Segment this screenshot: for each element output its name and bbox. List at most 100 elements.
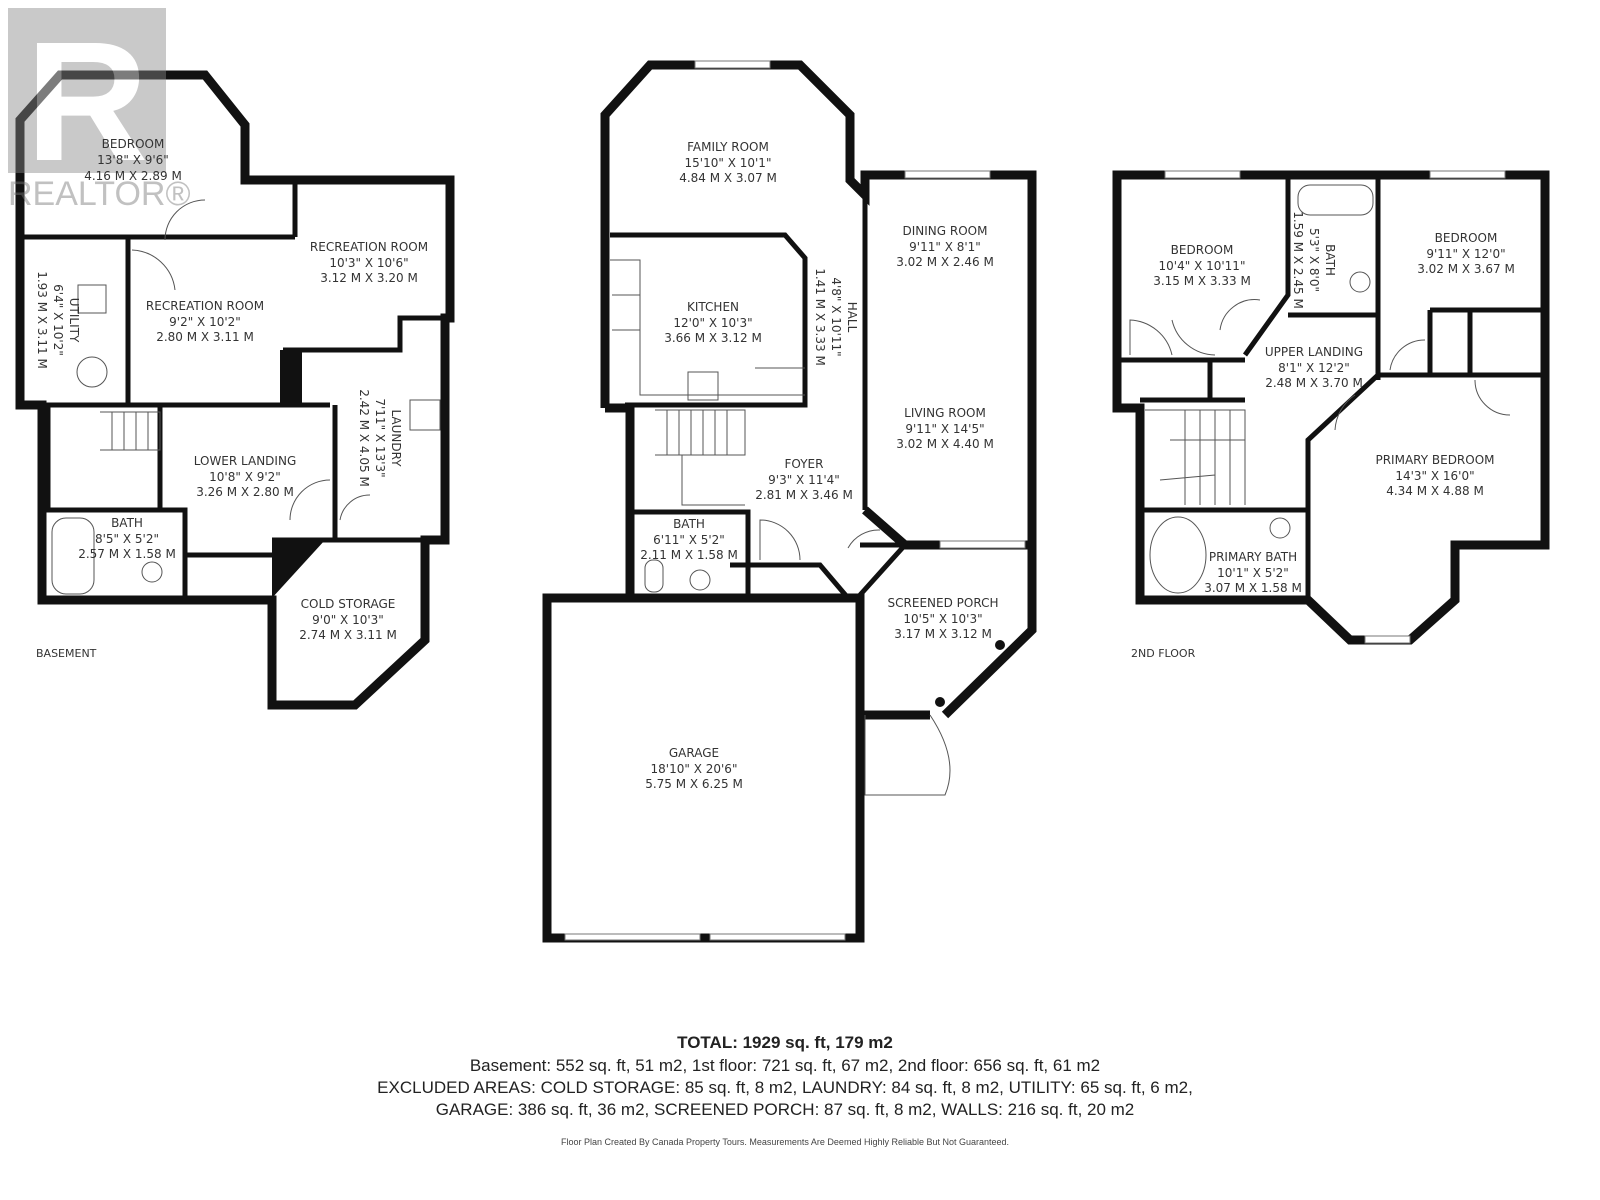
room-metric: 3.02 M X 2.46 M: [896, 255, 994, 269]
room-label-second-bath: BATH 5'3" X 8'0" 1.59 M X 2.45 M: [1291, 211, 1337, 309]
room-imperial: 14'3" X 16'0": [1395, 469, 1474, 483]
furnace-icon: [77, 284, 107, 314]
water-heater-icon: [76, 356, 108, 388]
window: [1164, 170, 1241, 179]
room-name: KITCHEN: [687, 300, 739, 314]
room-label-basement-bath: BATH 8'5" X 5'2" 2.57 M X 1.58 M: [78, 516, 176, 561]
room-metric: 3.15 M X 3.33 M: [1153, 274, 1251, 288]
room-name: UPPER LANDING: [1265, 345, 1363, 359]
room-metric: 3.26 M X 2.80 M: [196, 485, 294, 499]
room-metric: 1.59 M X 2.45 M: [1291, 211, 1305, 309]
disclaimer-note: Floor Plan Created By Canada Property To…: [560, 1137, 1010, 1147]
room-name: BATH: [1323, 244, 1337, 276]
room-label-first-bath: BATH 6'11" X 5'2" 2.11 M X 1.58 M: [640, 517, 738, 562]
room-label-garage: GARAGE 18'10" X 20'6" 5.75 M X 6.25 M: [645, 746, 743, 791]
room-label-second-bedroom-2: BEDROOM 9'11" X 12'0" 3.02 M X 3.67 M: [1417, 231, 1515, 276]
room-imperial: 9'11" X 12'0": [1426, 247, 1505, 261]
sink-icon: [1269, 517, 1291, 539]
room-name: HALL: [845, 302, 859, 333]
basement-plan: [15, 70, 455, 710]
room-imperial: 9'11" X 8'1": [909, 240, 981, 254]
room-name: LIVING ROOM: [904, 406, 986, 420]
room-imperial: 6'11" X 5'2": [653, 533, 725, 547]
room-imperial: 7'11" X 13'3": [373, 398, 387, 477]
basement-stairs: [100, 411, 161, 451]
room-label-dining-room: DINING ROOM 9'11" X 8'1" 3.02 M X 2.46 M: [896, 224, 994, 269]
room-label-recreation-room-1: RECREATION ROOM 10'3" X 10'6" 3.12 M X 3…: [310, 240, 428, 285]
room-name: BEDROOM: [1435, 231, 1498, 245]
room-metric: 3.07 M X 1.58 M: [1204, 581, 1302, 595]
room-imperial: 13'8" X 9'6": [97, 153, 169, 167]
door-swings: [1129, 299, 1511, 431]
window: [1429, 170, 1506, 179]
room-name: SCREENED PORCH: [888, 596, 999, 610]
room-name: LOWER LANDING: [194, 454, 297, 468]
room-label-family-room: FAMILY ROOM 15'10" X 10'1" 4.84 M X 3.07…: [679, 140, 777, 185]
room-imperial: 10'4" X 10'11": [1159, 259, 1246, 273]
room-imperial: 8'1" X 12'2": [1278, 361, 1350, 375]
room-name: UTILITY: [67, 298, 81, 343]
realtor-logo-letter: R: [26, 7, 149, 197]
kitchen-counters: [610, 259, 805, 396]
room-label-upper-landing: UPPER LANDING 8'1" X 12'2" 2.48 M X 3.70…: [1265, 345, 1363, 390]
room-label-basement-bedroom: BEDROOM 13'8" X 9'6" 4.16 M X 2.89 M: [84, 137, 182, 183]
room-metric: 2.74 M X 3.11 M: [299, 628, 397, 642]
room-label-second-bedroom-1: BEDROOM 10'4" X 10'11" 3.15 M X 3.33 M: [1153, 243, 1251, 288]
window: [939, 540, 1026, 549]
room-name: RECREATION ROOM: [310, 240, 428, 254]
room-imperial: 8'5" X 5'2": [95, 532, 159, 546]
garage-door: [709, 933, 846, 941]
laundry-sink-icon: [409, 399, 441, 431]
room-name: PRIMARY BATH: [1209, 550, 1297, 564]
room-imperial: 9'3" X 11'4": [768, 473, 840, 487]
room-imperial: 4'8" X 10'11": [829, 277, 843, 356]
room-name: RECREATION ROOM: [146, 299, 264, 313]
room-metric: 3.17 M X 3.12 M: [894, 627, 992, 641]
room-label-cold-storage: COLD STORAGE 9'0" X 10'3" 2.74 M X 3.11 …: [299, 597, 397, 642]
room-label-kitchen: KITCHEN 12'0" X 10'3" 3.66 M X 3.12 M: [664, 300, 762, 345]
porch-post: [935, 697, 945, 707]
first-floor-stairs: [655, 409, 746, 506]
realtor-logo-text: REALTOR®: [8, 175, 191, 213]
porch-steps: [864, 714, 951, 796]
room-name: BATH: [111, 516, 143, 530]
room-label-primary-bath: PRIMARY BATH 10'1" X 5'2" 3.07 M X 1.58 …: [1204, 550, 1302, 595]
room-name: BEDROOM: [1171, 243, 1234, 257]
room-metric: 3.02 M X 4.40 M: [896, 437, 994, 451]
excluded-areas-line-1: EXCLUDED AREAS: COLD STORAGE: 85 sq. ft,…: [377, 1078, 1193, 1097]
basement-column: [280, 350, 302, 405]
room-imperial: 12'0" X 10'3": [673, 316, 752, 330]
stove-icon: [687, 371, 719, 401]
bathtub-icon: [51, 517, 95, 595]
room-metric: 3.02 M X 3.67 M: [1417, 262, 1515, 276]
room-name: PRIMARY BEDROOM: [1375, 453, 1494, 467]
room-label-living-room: LIVING ROOM 9'11" X 14'5" 3.02 M X 4.40 …: [896, 406, 994, 451]
window: [1364, 635, 1411, 644]
room-label-recreation-room-2: RECREATION ROOM 9'2" X 10'2" 2.80 M X 3.…: [146, 299, 264, 344]
room-name: DINING ROOM: [903, 224, 988, 238]
second-floor-interior-walls: [1117, 175, 1545, 600]
second-floor-plan: [1112, 170, 1550, 645]
room-imperial: 9'2" X 10'2": [169, 315, 241, 329]
room-metric: 4.16 M X 2.89 M: [84, 169, 182, 183]
room-imperial: 9'11" X 14'5": [905, 422, 984, 436]
porch-post: [995, 640, 1005, 650]
room-name: LAUNDRY: [389, 409, 403, 467]
room-imperial: 10'1" X 5'2": [1217, 566, 1289, 580]
floor-areas: Basement: 552 sq. ft, 51 m2, 1st floor: …: [469, 1056, 1101, 1075]
room-metric: 2.80 M X 3.11 M: [156, 330, 254, 344]
room-metric: 3.12 M X 3.20 M: [320, 271, 418, 285]
room-label-utility: UTILITY 6'4" X 10'2" 1.93 M X 3.11 M: [35, 271, 81, 369]
room-metric: 2.81 M X 3.46 M: [755, 488, 853, 502]
room-name: BATH: [673, 517, 705, 531]
room-imperial: 18'10" X 20'6": [651, 762, 738, 776]
room-imperial: 10'5" X 10'3": [903, 612, 982, 626]
excluded-areas-line-2: GARAGE: 386 sq. ft, 36 m2, SCREENED PORC…: [435, 1100, 1135, 1119]
room-metric: 2.48 M X 3.70 M: [1265, 376, 1363, 390]
room-metric: 5.75 M X 6.25 M: [645, 777, 743, 791]
first-floor-interior-walls: [610, 195, 911, 600]
room-name: FOYER: [785, 457, 824, 471]
total-area: TOTAL: 1929 sq. ft, 179 m2: [677, 1033, 893, 1052]
room-name: BEDROOM: [102, 137, 165, 151]
room-metric: 2.11 M X 1.58 M: [640, 548, 738, 562]
